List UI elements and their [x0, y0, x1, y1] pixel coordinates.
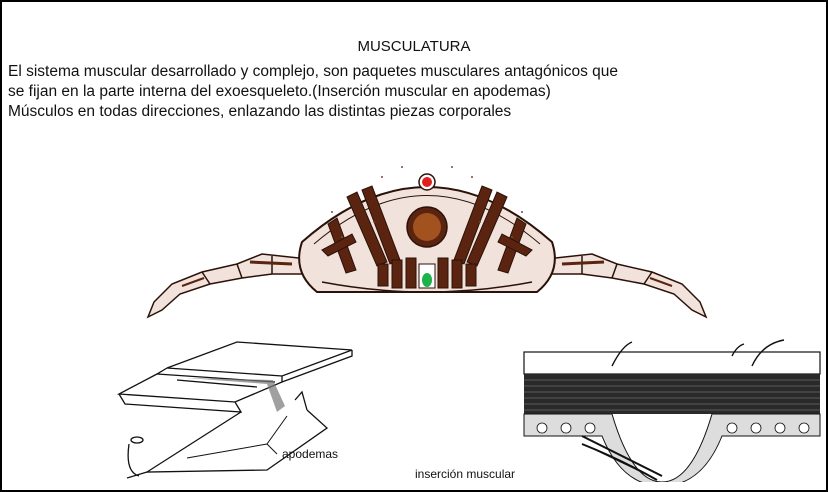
right-leg — [537, 254, 706, 317]
insercion-muscular-label: inserción muscular — [415, 467, 515, 481]
description-line-2: se fijan en la parte interna del exoesqu… — [8, 83, 551, 101]
arthropod-cross-section — [142, 152, 712, 332]
left-leg — [148, 254, 317, 317]
description-line-1: El sistema muscular desarrollado y compl… — [8, 63, 618, 81]
diagram-title: MUSCULATURA — [2, 38, 826, 55]
muscle-insertion-drawing — [522, 336, 824, 482]
apodemas-label: apodemas — [282, 447, 338, 461]
description-line-3: Músculos en todas direcciones, enlazando… — [8, 103, 511, 121]
ventral-nerve-cord — [419, 264, 435, 288]
